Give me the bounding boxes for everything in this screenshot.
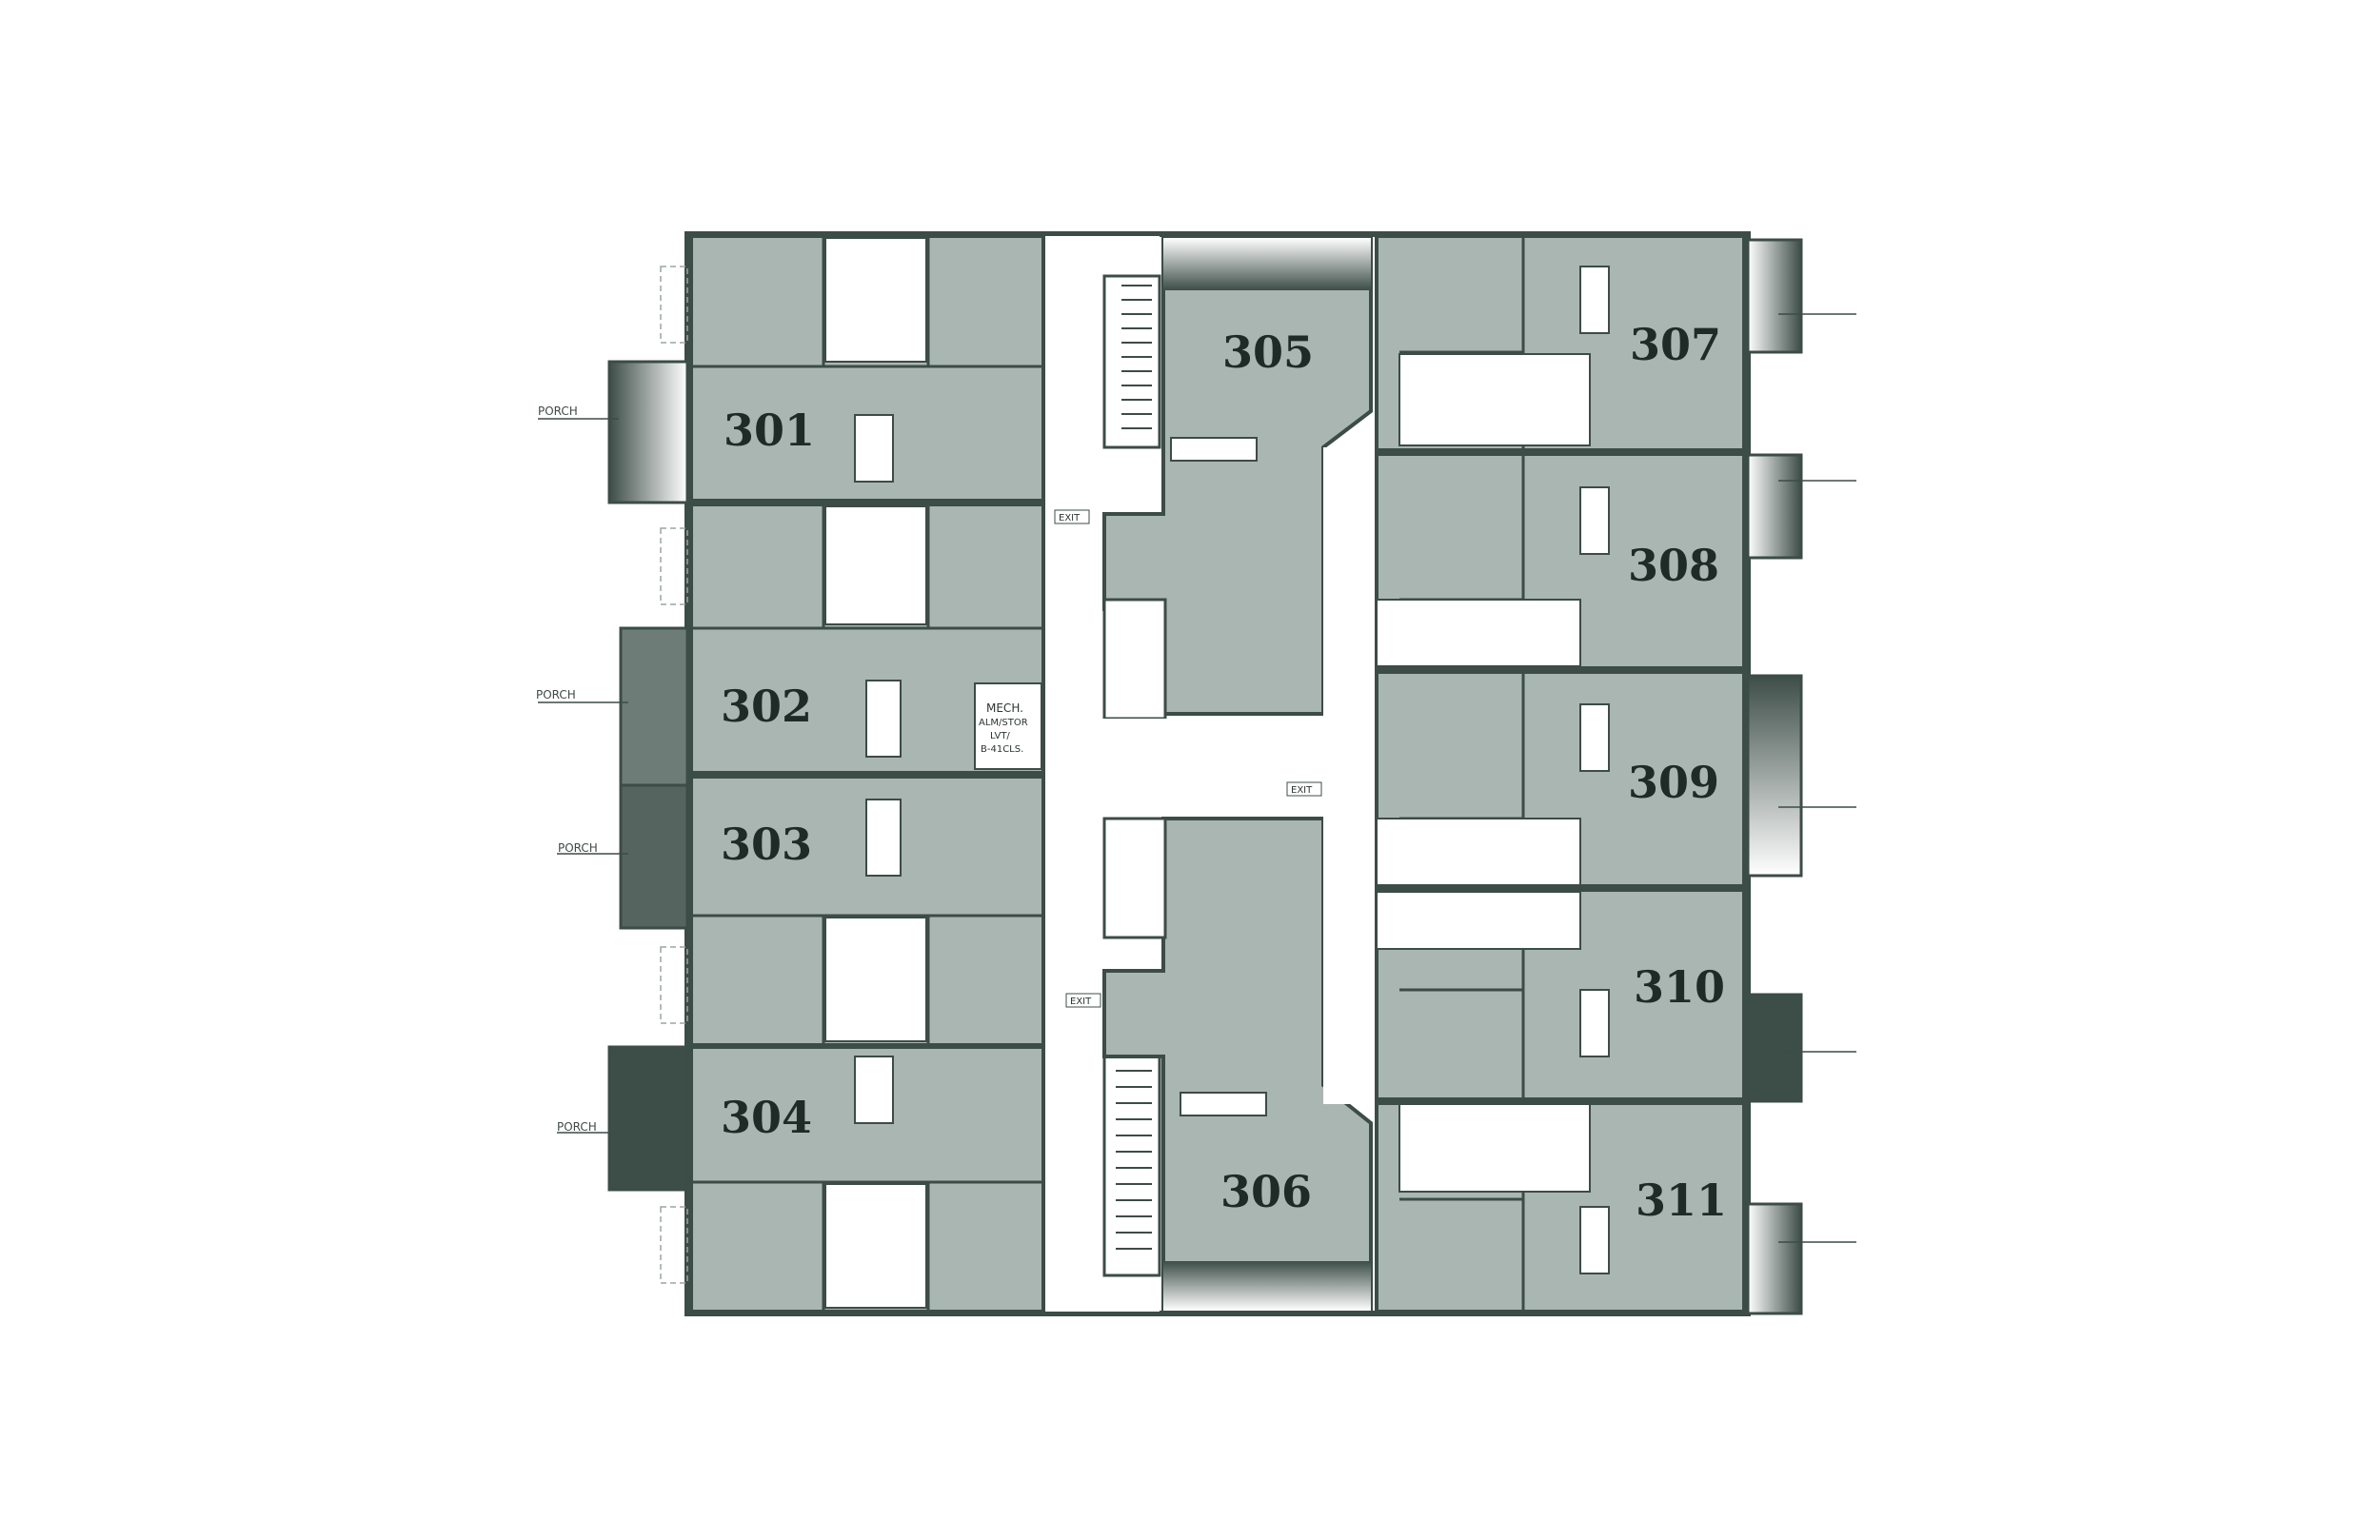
mech-room [974,682,1042,770]
balcony-308 [1746,453,1803,560]
bath-303 [824,917,927,1042]
balcony-309 [1746,674,1803,878]
porch-303 [619,783,689,930]
stair-bottom-treads [1116,1070,1152,1250]
bath-310 [1376,891,1581,950]
exit-label-bottom: EXIT [1070,997,1092,1007]
balcony-306 [1163,1261,1371,1311]
unit-number-308: 308 [1628,540,1719,591]
unit-number-305: 305 [1222,326,1314,378]
stair-top [1102,274,1161,449]
bath-301 [824,237,927,363]
exit-sign-bottom [1065,993,1101,1008]
unit-number-307: 307 [1630,319,1721,370]
bath-308 [1376,599,1581,667]
stair-bottom [1102,1055,1161,1277]
unit-number-306: 306 [1220,1166,1312,1217]
porch-301 [607,360,689,504]
unit-number-304: 304 [721,1092,812,1143]
unit-number-311: 311 [1636,1175,1727,1226]
bath-305 [1102,598,1167,721]
unit-number-301: 301 [724,405,815,456]
porch-label-304: PORCH [557,1120,597,1134]
interior-walls-left [691,236,1043,1312]
corridor-center [1045,719,1378,814]
unit-number-302: 302 [721,681,812,732]
bath-307 [1398,353,1591,446]
porch-label-303: PORCH [558,841,598,855]
porch-label-301: PORCH [538,405,578,418]
bath-306 [1102,817,1167,939]
bath-309 [1376,818,1581,886]
exit-sign-center [1286,781,1322,797]
unit-number-309: 309 [1628,757,1719,808]
porch-304 [607,1045,689,1192]
balcony-307 [1746,238,1803,354]
porch-label-302: PORCH [536,688,576,701]
exit-label-top: EXIT [1059,513,1081,523]
exit-sign-top [1054,509,1090,524]
corridor-right-spine [1323,447,1378,1104]
porch-302 [619,626,689,787]
leader-lines [538,313,1856,1243]
exit-label-center: EXIT [1291,785,1313,796]
lvt-label: LVT/ [990,731,1010,741]
bath-302 [824,505,927,625]
alm-stor-label: ALM/STOR [979,718,1028,728]
left-window-ghosts [660,266,688,1284]
balcony-310 [1746,993,1803,1103]
balcony-305 [1163,238,1371,290]
mech-label: MECH. [986,701,1023,715]
kitchens [854,266,1610,1274]
bath-304 [824,1183,927,1309]
unit-number-303: 303 [721,819,812,870]
bldg-label: B-41CLS. [981,744,1023,755]
balcony-311 [1746,1202,1803,1315]
stair-top-treads [1121,285,1152,429]
unit-number-310: 310 [1634,961,1725,1013]
bath-311 [1398,1103,1591,1193]
